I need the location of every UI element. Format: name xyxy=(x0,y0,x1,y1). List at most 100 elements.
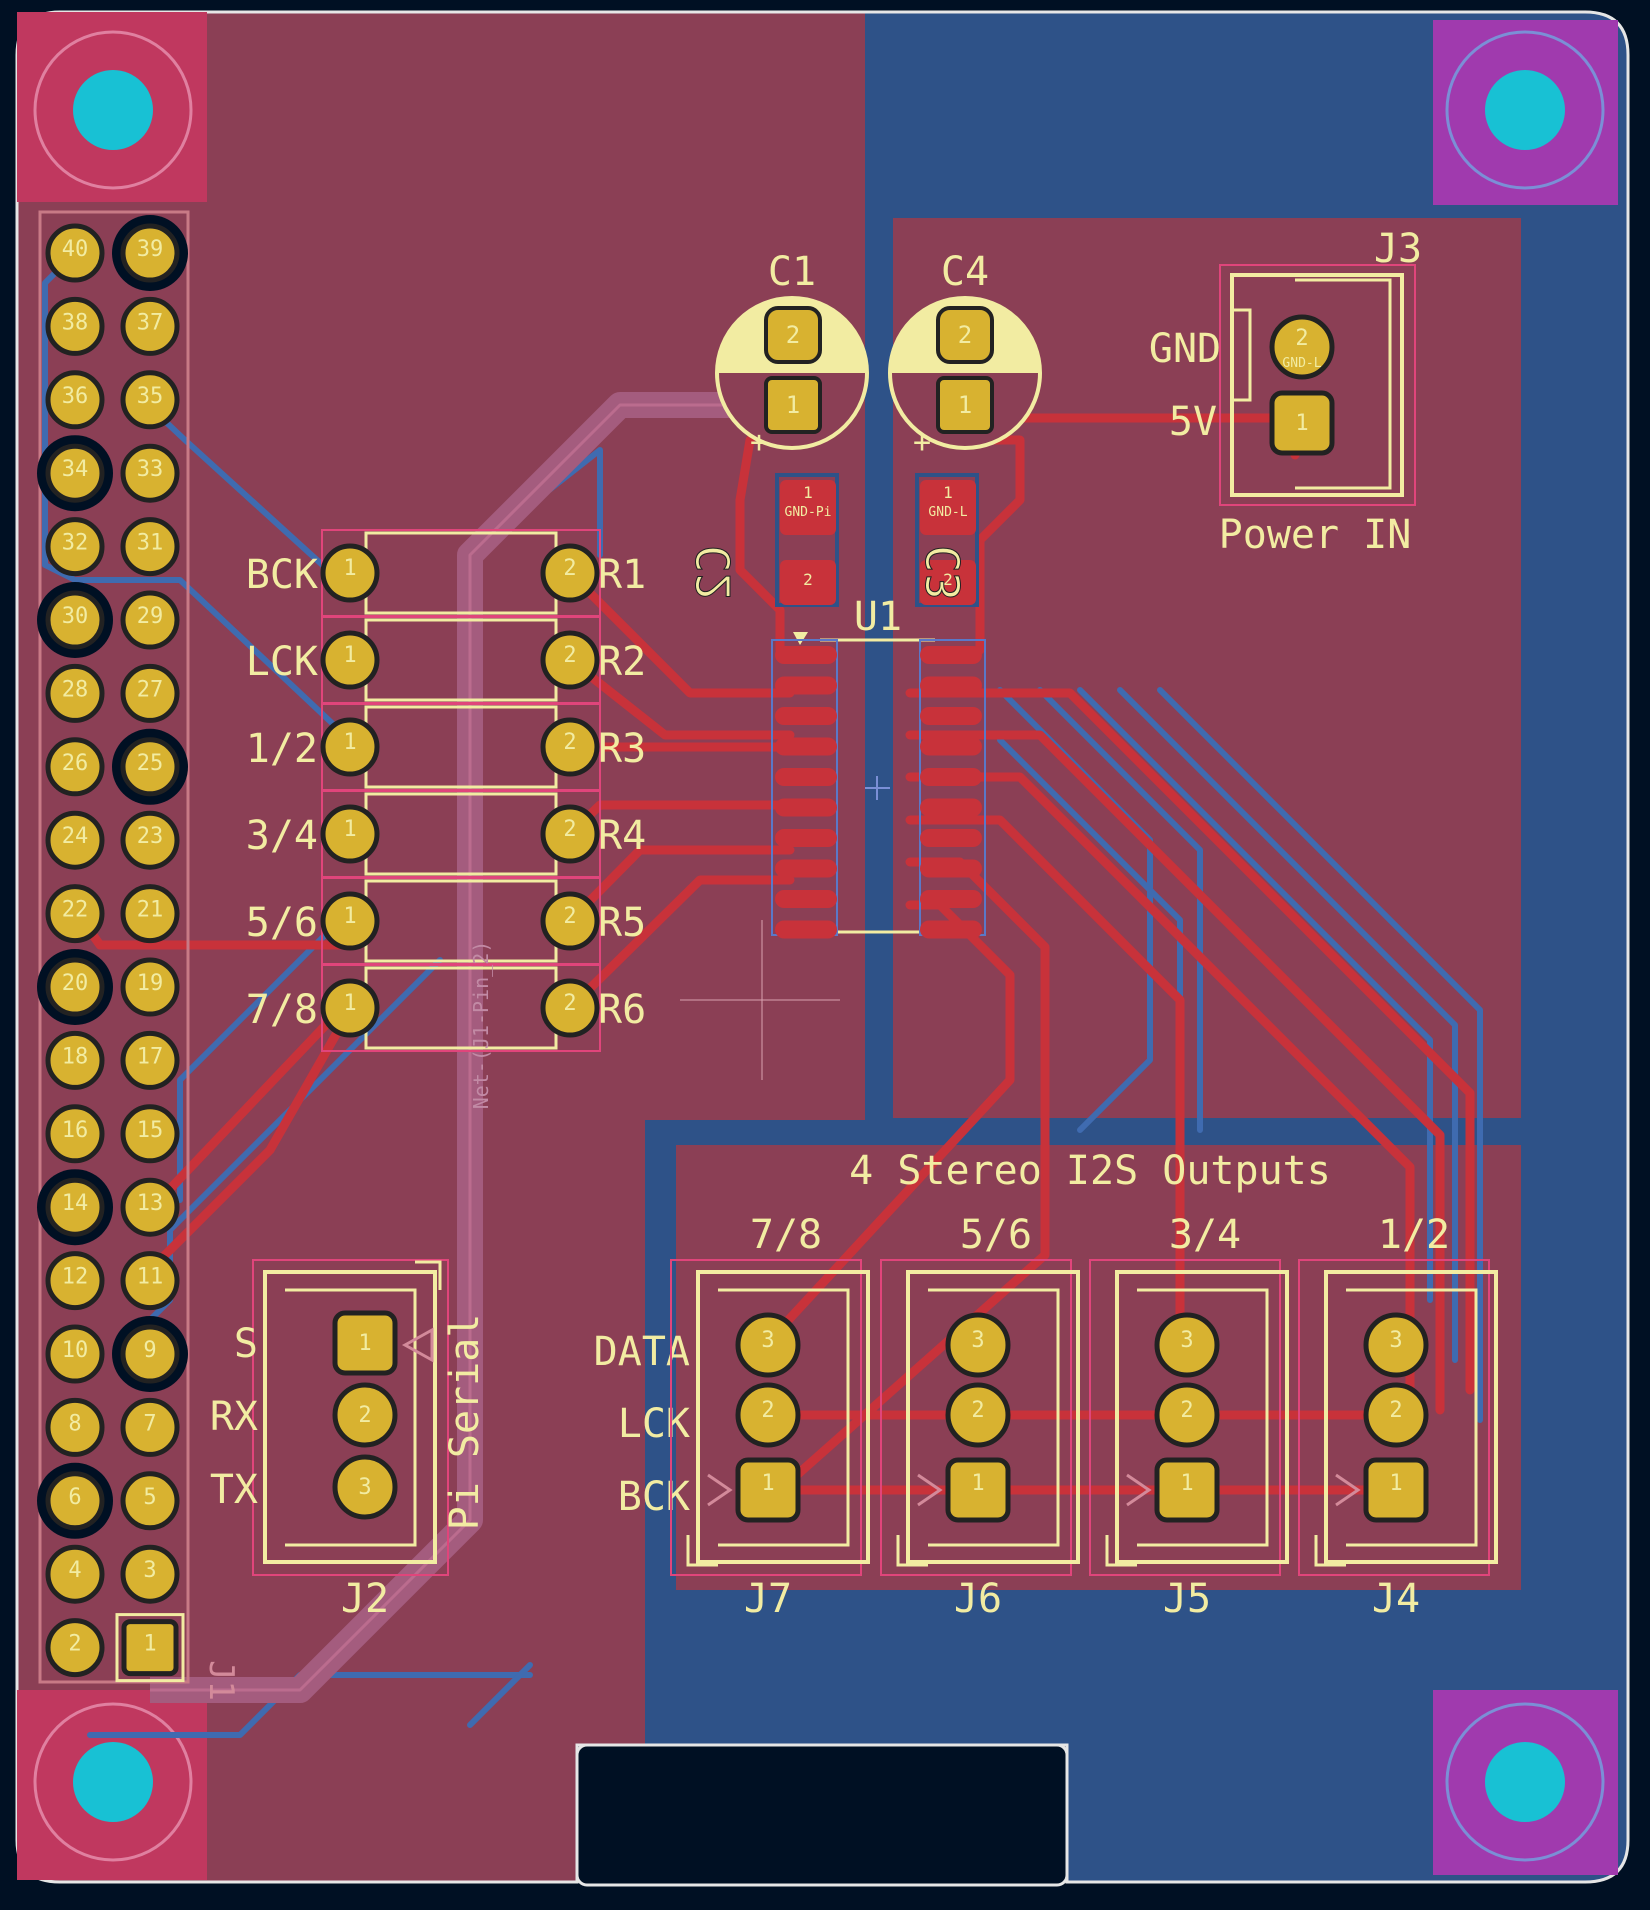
resistor-ref-label: R4 xyxy=(598,813,646,859)
chip-pad-left xyxy=(775,798,837,817)
resistor-signal-label: LCK xyxy=(246,639,318,685)
output-pad-2-number: 2 xyxy=(971,1398,984,1423)
outputs-title: 4 Stereo I2S Outputs xyxy=(849,1148,1331,1194)
chip-pad-left xyxy=(775,676,837,695)
serial-pin-rx: RX xyxy=(210,1394,258,1440)
output-channel-label: 3/4 xyxy=(1169,1212,1241,1258)
resistor-pad-1 xyxy=(320,804,380,864)
resistor-signal-label: 3/4 xyxy=(246,813,318,859)
gpio-pin-number: 28 xyxy=(62,677,89,702)
j2-pad-2: 2 xyxy=(358,1403,371,1428)
output-pad-1-number: 1 xyxy=(971,1471,984,1496)
gpio-pin-number: 10 xyxy=(62,1338,89,1363)
output-pad-3-number: 3 xyxy=(971,1328,984,1353)
resistor-signal-label: 7/8 xyxy=(246,987,318,1033)
output-pad-2 xyxy=(1154,1382,1220,1448)
gpio-pad xyxy=(45,957,105,1017)
gpio-pin-number: 35 xyxy=(137,384,164,409)
board-cutout xyxy=(575,1743,1069,1887)
gpio-pad xyxy=(45,884,105,944)
resistor-pad-2-number: 2 xyxy=(563,556,576,581)
net-label: Net-(J1-Pin_2) xyxy=(469,941,493,1110)
j2-pad-3: 3 xyxy=(358,1475,371,1500)
capacitor-c1: 2 1 C1 + xyxy=(715,249,869,460)
serial-title: Pi Serial xyxy=(442,1314,488,1531)
chip-pad-left xyxy=(775,890,837,908)
resistor-pad-1-number: 1 xyxy=(343,904,356,929)
gpio-header-outline xyxy=(38,210,190,1684)
resistor-pad-2-number: 2 xyxy=(563,991,576,1016)
resistor-pad-1-number: 1 xyxy=(343,556,356,581)
output-pin-label-bck: BCK xyxy=(618,1474,690,1520)
gpio-pin-number: 12 xyxy=(62,1265,89,1290)
gpio-pin-number: 31 xyxy=(137,531,164,556)
resistor-ref-label: R1 xyxy=(598,552,646,598)
chip-pad-left xyxy=(775,707,837,725)
j3-gnd-net: GND-L xyxy=(1282,356,1321,371)
resistor-pad-2-number: 2 xyxy=(563,643,576,668)
gpio-pin-number: 6 xyxy=(68,1485,81,1510)
smd-cap-c3: 1 GND-L 2 C3 xyxy=(915,473,979,607)
resistor-pad-2 xyxy=(540,543,600,603)
gpio-pad xyxy=(45,663,105,723)
gpio-pin-number: 1 xyxy=(143,1632,156,1657)
serial-pin-s: S xyxy=(234,1321,258,1367)
gpio-pad xyxy=(120,590,180,650)
resistor-signal-label: 1/2 xyxy=(246,726,318,772)
front-gnd-fill-left xyxy=(17,12,865,1882)
output-pin-label-data: DATA xyxy=(594,1329,690,1375)
gpio-pad xyxy=(120,1544,180,1604)
power-connector-j3: 2 GND-L 1 J3 GND 5V Power IN xyxy=(1149,226,1422,558)
resistor-signal-label: BCK xyxy=(246,552,318,598)
power-title: Power IN xyxy=(1219,512,1412,558)
gpio-pad xyxy=(45,1471,105,1531)
gpio-pin-number: 25 xyxy=(137,751,164,776)
gpio-pin-number: 11 xyxy=(137,1265,164,1290)
gpio-pad xyxy=(120,810,180,870)
gpio-pad xyxy=(120,663,180,723)
gpio-pin-number: 18 xyxy=(62,1044,89,1069)
gpio-pad xyxy=(45,1177,105,1237)
gpio-pin-number: 24 xyxy=(62,824,89,849)
gpio-pad xyxy=(120,884,180,944)
gpio-pin1-marker xyxy=(115,1613,185,1683)
mounting-hole-bottom-right xyxy=(1433,1690,1618,1875)
chip-pad-left xyxy=(775,737,837,756)
output-pad-3-number: 3 xyxy=(1180,1328,1193,1353)
power-ref-label: J3 xyxy=(1374,226,1422,272)
gpio-pad xyxy=(120,1251,180,1311)
chip-pads xyxy=(775,646,982,939)
svg-text:+: + xyxy=(913,425,931,460)
chip-pad-right xyxy=(920,890,982,908)
chip-u1: U1 xyxy=(680,594,986,1080)
resistor-pad-2-number: 2 xyxy=(563,904,576,929)
gpio-pin-number: 13 xyxy=(137,1191,164,1216)
gpio-pin-number: 4 xyxy=(68,1558,81,1583)
gpio-pad xyxy=(120,1397,180,1457)
output-pad-2 xyxy=(945,1382,1011,1448)
output-pad-1 xyxy=(1363,1457,1429,1523)
resistor-pad-2-number: 2 xyxy=(563,817,576,842)
output-pad-1-number: 1 xyxy=(1389,1471,1402,1496)
output-pad-1 xyxy=(945,1457,1011,1523)
c2-gnd-label: GND-Pi xyxy=(785,505,832,520)
gpio-pin-number: 36 xyxy=(62,384,89,409)
resistor-pad-2 xyxy=(540,804,600,864)
gpio-pin-number: 33 xyxy=(137,457,164,482)
gpio-pin-number: 20 xyxy=(62,971,89,996)
resistor-pad-1 xyxy=(320,717,380,777)
output-pad-1-number: 1 xyxy=(761,1471,774,1496)
resistor-pad-2 xyxy=(540,978,600,1038)
svg-text:+: + xyxy=(750,425,768,460)
gpio-pin-number: 14 xyxy=(62,1191,89,1216)
chip-u1-label: U1 xyxy=(854,594,902,640)
output-channel-label: 5/6 xyxy=(960,1212,1032,1258)
c3-pad-2: 2 xyxy=(943,570,953,589)
gpio-pin-number: 29 xyxy=(137,604,164,629)
c3-pad-1: 1 xyxy=(943,483,953,502)
chip-pad-left xyxy=(775,859,837,878)
output-pad-2 xyxy=(735,1382,801,1448)
